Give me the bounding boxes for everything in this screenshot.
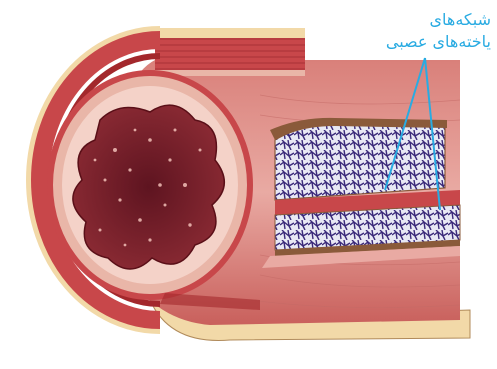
annotation-label-line2: یاخته‌های عصبی: [386, 32, 491, 52]
annotation-label-line1: شبکه‌های: [430, 10, 491, 30]
cutaway-layers: [262, 118, 460, 268]
top-muscle-band: [155, 28, 305, 76]
